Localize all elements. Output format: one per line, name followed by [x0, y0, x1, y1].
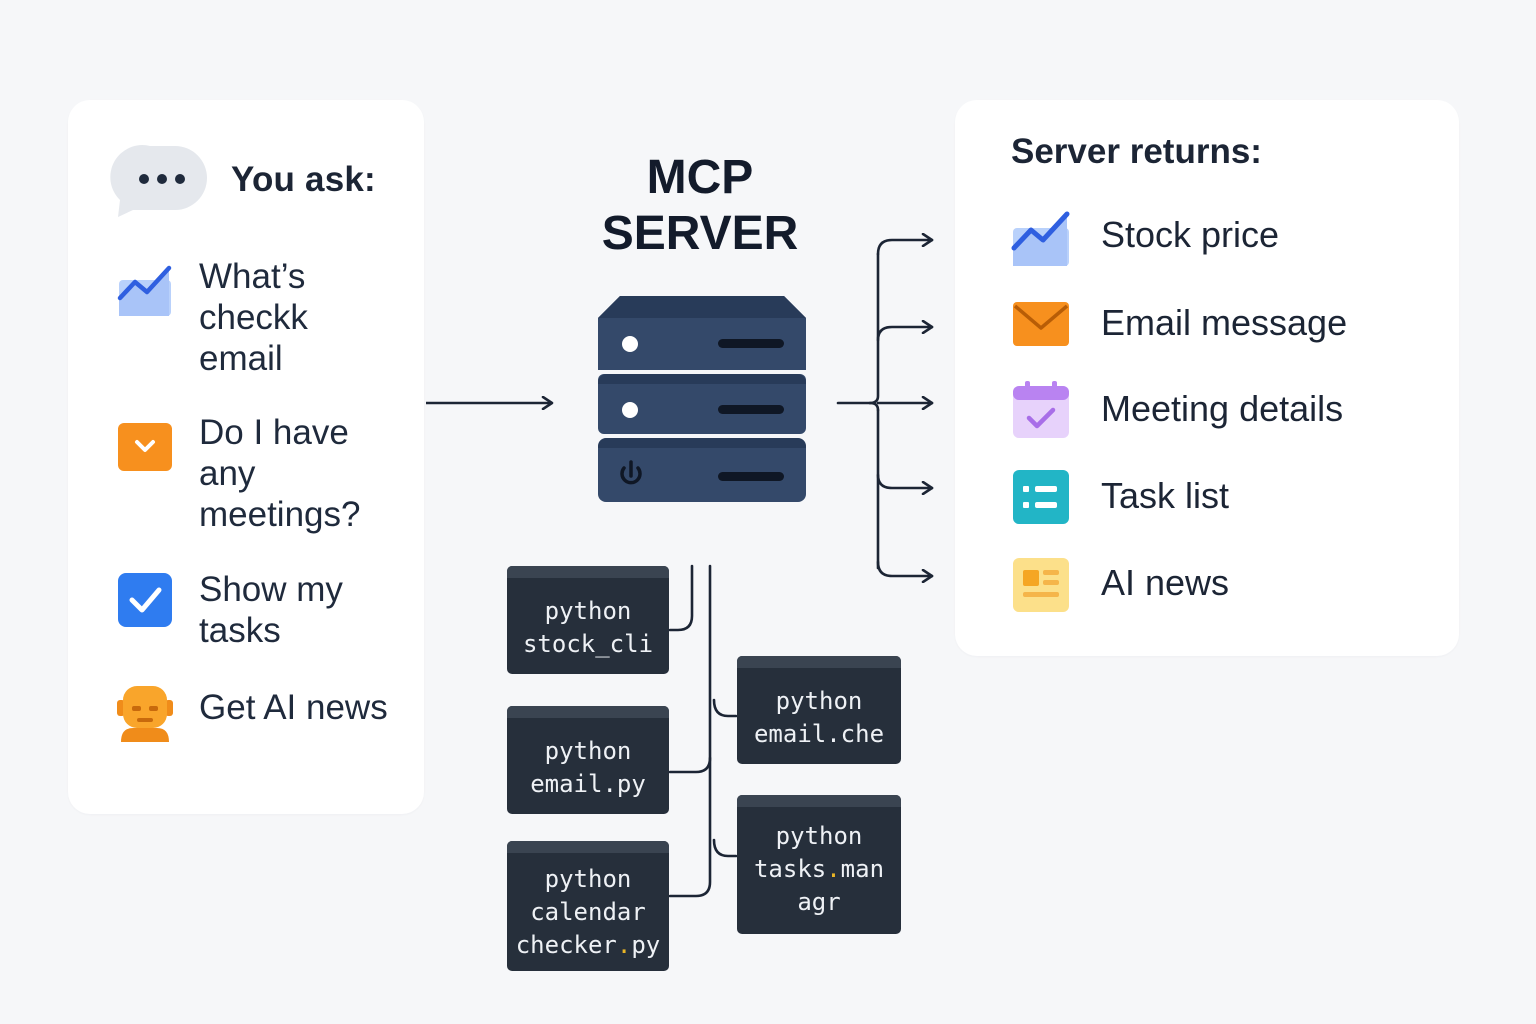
script-line: python [544, 865, 632, 893]
script-line: cli [609, 630, 654, 658]
script-line: email [753, 720, 827, 748]
script-separator: . [826, 720, 841, 748]
question-meetings: Do I have any meetings? [199, 413, 361, 534]
question-check-email: What’s checkk email [199, 257, 308, 378]
script-email-py: python email.py [507, 706, 669, 814]
script-separator: . [826, 855, 841, 883]
mcp-title-line1: MCP [646, 151, 754, 204]
server-stack-icon [598, 296, 806, 502]
script-line: python [775, 687, 863, 715]
checkbox-icon [118, 573, 172, 627]
mcp-server-title: MCP SERVER [600, 150, 800, 262]
question-tasks: Show my tasks [199, 570, 343, 650]
result-stock-price: Stock price [1101, 214, 1280, 255]
script-line: python [544, 597, 632, 625]
result-meeting-details: Meeting details [1101, 388, 1344, 429]
script-line: python [775, 822, 863, 850]
question-ai-news: Get AI news [199, 688, 388, 727]
script-separator: _ [595, 630, 610, 658]
terminal-titlebar [507, 841, 669, 853]
you-ask-title: You ask: [231, 160, 376, 199]
mcp-title-line2: SERVER [601, 207, 799, 260]
script-line: py [616, 770, 646, 798]
script-tasks-managr: python tasks.man agr [737, 795, 901, 934]
server-returns-title: Server returns: [1011, 132, 1262, 171]
script-line: stock [522, 630, 596, 658]
script-line: man [840, 855, 885, 883]
terminal-titlebar [737, 795, 901, 807]
script-connectors [668, 564, 738, 898]
calendar-check-icon [1013, 381, 1069, 438]
script-line: email [530, 770, 603, 798]
result-email-message: Email message [1101, 302, 1348, 343]
script-line: che [840, 720, 885, 748]
chart-up-icon [1011, 211, 1070, 266]
newspaper-icon [1013, 558, 1069, 612]
result-ai-news: AI news [1101, 562, 1230, 603]
output-branches [836, 240, 934, 576]
terminal-titlebar [507, 706, 669, 718]
terminal-titlebar [507, 566, 669, 578]
list-icon [1013, 470, 1069, 524]
script-separator: . [602, 770, 617, 798]
script-line: calendar [530, 898, 646, 926]
script-line: py [631, 931, 661, 959]
chart-up-icon [117, 265, 172, 316]
script-line: checker [515, 931, 617, 959]
terminal-titlebar [737, 656, 901, 668]
result-task-list: Task list [1101, 475, 1230, 516]
script-email-che: python email.che [737, 656, 901, 764]
script-line: python [544, 737, 632, 765]
chevron-down-box-icon [118, 423, 172, 471]
script-separator: . [616, 931, 632, 959]
script-line: agr [797, 888, 841, 916]
script-calendar-checker: python calendar checker.py [507, 841, 669, 971]
script-line: tasks [753, 855, 827, 883]
envelope-icon [1013, 302, 1069, 346]
robot-icon [117, 686, 173, 742]
script-stock-cli: python stock_cli [507, 566, 669, 674]
